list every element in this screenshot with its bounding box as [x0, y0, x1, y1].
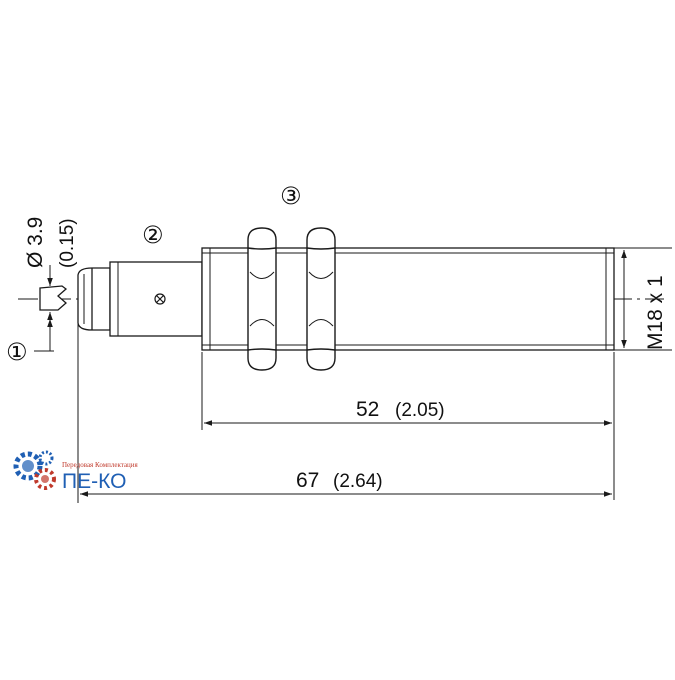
cable-gland — [77, 267, 111, 331]
watermark-logo: Передовая Комплектация ПЕ-КО — [13, 450, 139, 493]
length-52-label-inch: (2.05) — [395, 400, 445, 421]
diameter-label: Ø 3.9 — [24, 217, 47, 268]
watermark-small-text: Передовая Комплектация — [62, 461, 139, 469]
mounting-nut-2 — [306, 227, 336, 371]
length-67-label-inch: (2.64) — [333, 471, 383, 492]
diameter-label-inch: (0.15) — [57, 218, 78, 268]
callout-2: ② — [142, 222, 164, 249]
thread-label: M18 x 1 — [644, 275, 667, 350]
callout-1: ① — [6, 339, 28, 366]
extension-lines — [77, 318, 615, 503]
sensor-rear-sleeve — [109, 261, 203, 337]
length-52-label: 52 — [356, 398, 379, 421]
gear-icon — [13, 450, 56, 490]
callout-3: ③ — [280, 183, 302, 210]
led-indicator — [154, 293, 166, 305]
watermark-brand: ПЕ-КО — [62, 470, 126, 493]
cable — [39, 285, 68, 311]
thread-dimension — [614, 247, 672, 351]
mounting-nut-1 — [247, 227, 277, 371]
length-67-label: 67 — [296, 469, 319, 492]
